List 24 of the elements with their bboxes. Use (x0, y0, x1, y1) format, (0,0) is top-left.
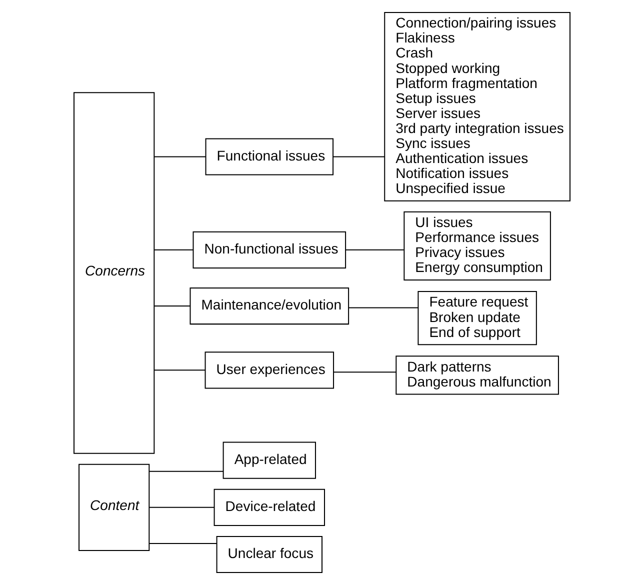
node-box: Connection/pairing issues Flakiness Crash Stopped working Platform fragmentation Setup issues Server issues 3rd party integration issues Sync issues Authentication issues Notification issues Unspecified issue (384, 12, 570, 202)
node-box: Dark patterns Dangerous malfunction (395, 356, 558, 395)
connector (148, 506, 214, 508)
node-box: Maintenance/evolution (189, 288, 349, 325)
node-box: App-related (222, 442, 316, 479)
node-box: Unclear focus (216, 536, 322, 574)
connector (148, 470, 224, 472)
connector (154, 156, 206, 158)
connector (332, 156, 385, 158)
node-box: Concerns (73, 92, 154, 454)
connector (154, 306, 190, 307)
connector (154, 370, 206, 371)
connector (332, 372, 396, 373)
node-box: User experiences (204, 352, 334, 389)
node-box: Non-functional issues (192, 231, 346, 268)
connector (154, 249, 194, 250)
node-box: Content (78, 464, 150, 551)
node-box: UI issues Performance issues Privacy issues Energy consumption (403, 211, 550, 280)
node-box: Device-related (213, 488, 324, 526)
connector (344, 249, 404, 250)
connector (348, 307, 418, 308)
node-box: Feature request Broken update End of support (417, 291, 536, 346)
connector (148, 543, 217, 544)
node-box: Functional issues (204, 138, 334, 176)
